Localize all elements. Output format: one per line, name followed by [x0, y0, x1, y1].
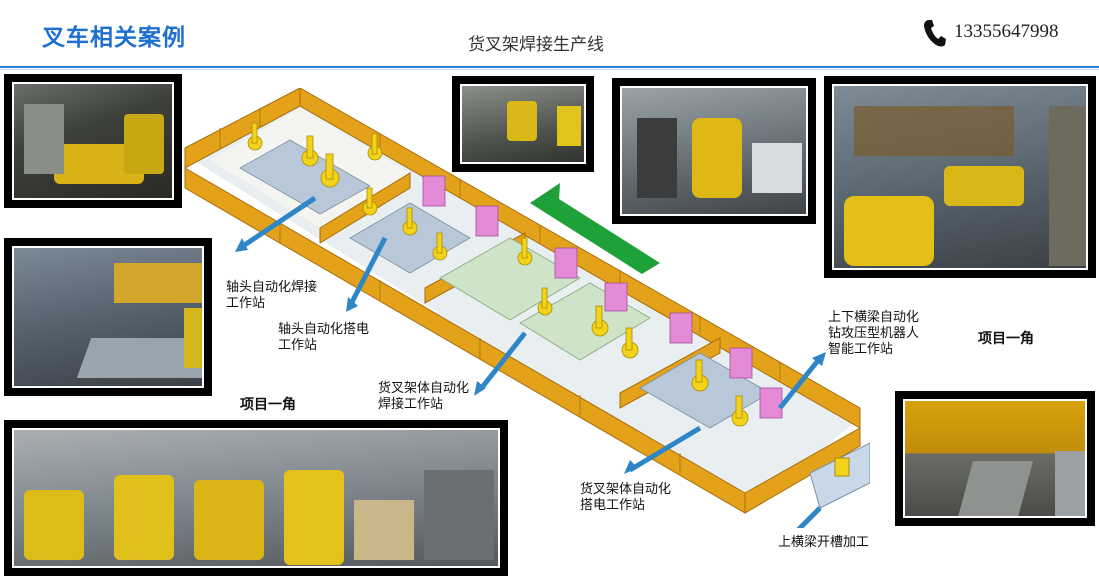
photo-project-corner-right — [895, 391, 1095, 526]
production-line-layout — [184, 88, 870, 528]
arrow-left-icon — [530, 183, 660, 274]
phone-icon — [924, 20, 946, 47]
photo-fork-welding-hall — [824, 76, 1096, 278]
label-beam-grooving: 上横梁开槽加工 — [778, 535, 870, 550]
label-project-corner-left: 项目一角 — [240, 397, 296, 413]
phone-number: 13355647998 — [954, 21, 1059, 42]
header-rule-thin — [0, 69, 1099, 70]
photo-axle-spot-cell — [4, 238, 212, 396]
label-fork-body-welding: 货叉架体自动化焊接工作站 — [378, 381, 470, 412]
photo-axle-welding-cell — [4, 74, 182, 208]
label-beam-drilling: 上下横梁自动化钻攻压型机器人智能工作站 — [828, 310, 920, 357]
label-axle-spot: 轴头自动化搭电工作站 — [278, 322, 370, 353]
header-rule — [0, 66, 1099, 68]
label-axle-welding: 轴头自动化焊接工作站 — [226, 280, 318, 311]
page-title: 叉车相关案例 — [42, 25, 186, 51]
page-subtitle: 货叉架焊接生产线 — [468, 35, 604, 55]
label-fork-body-spot: 货叉架体自动化搭电工作站 — [580, 482, 672, 513]
photo-beam-drilling-cell — [612, 78, 816, 224]
label-project-corner-right: 项目一角 — [978, 331, 1034, 347]
photo-line-overview — [452, 76, 594, 172]
photo-project-corner-left — [4, 420, 508, 576]
